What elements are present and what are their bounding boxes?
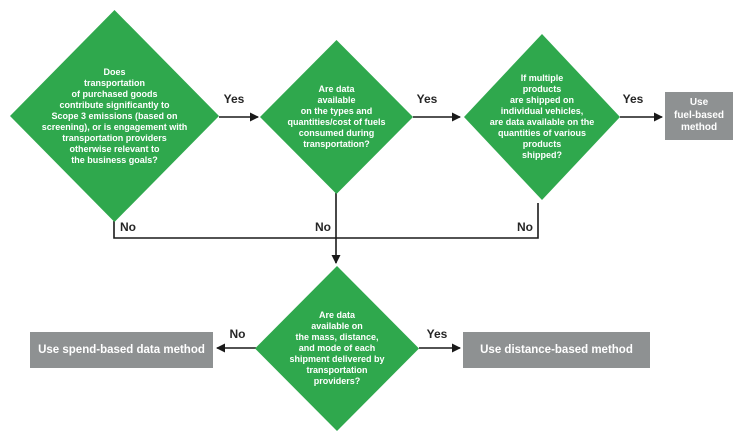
edge-label-yes-1: Yes (223, 92, 245, 106)
outcome-distance-based-method: Use distance-based method (463, 332, 650, 368)
edge-label-yes-3: Yes (622, 92, 644, 106)
edge-label-yes-2: Yes (416, 92, 438, 106)
edge-no-join-line (113, 203, 539, 239)
edge-label-no-2: No (315, 220, 331, 234)
edge-label-no-3: No (517, 220, 533, 234)
edge-label-yes-4: Yes (426, 327, 448, 341)
edge-label-no-4: No (229, 327, 246, 341)
outcome-fuel-based-method: Use fuel-based method (665, 92, 733, 140)
outcome-spend-based-method: Use spend-based data method (30, 332, 213, 368)
edge-label-no-1: No (120, 220, 136, 234)
